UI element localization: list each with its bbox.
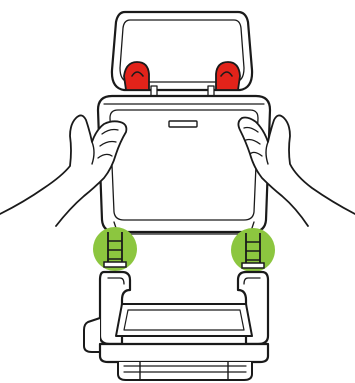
right-connector-highlight-icon xyxy=(231,228,275,272)
left-connector-highlight-icon xyxy=(93,227,137,271)
headrest-icon xyxy=(112,12,252,96)
booster-base-icon xyxy=(84,272,268,380)
